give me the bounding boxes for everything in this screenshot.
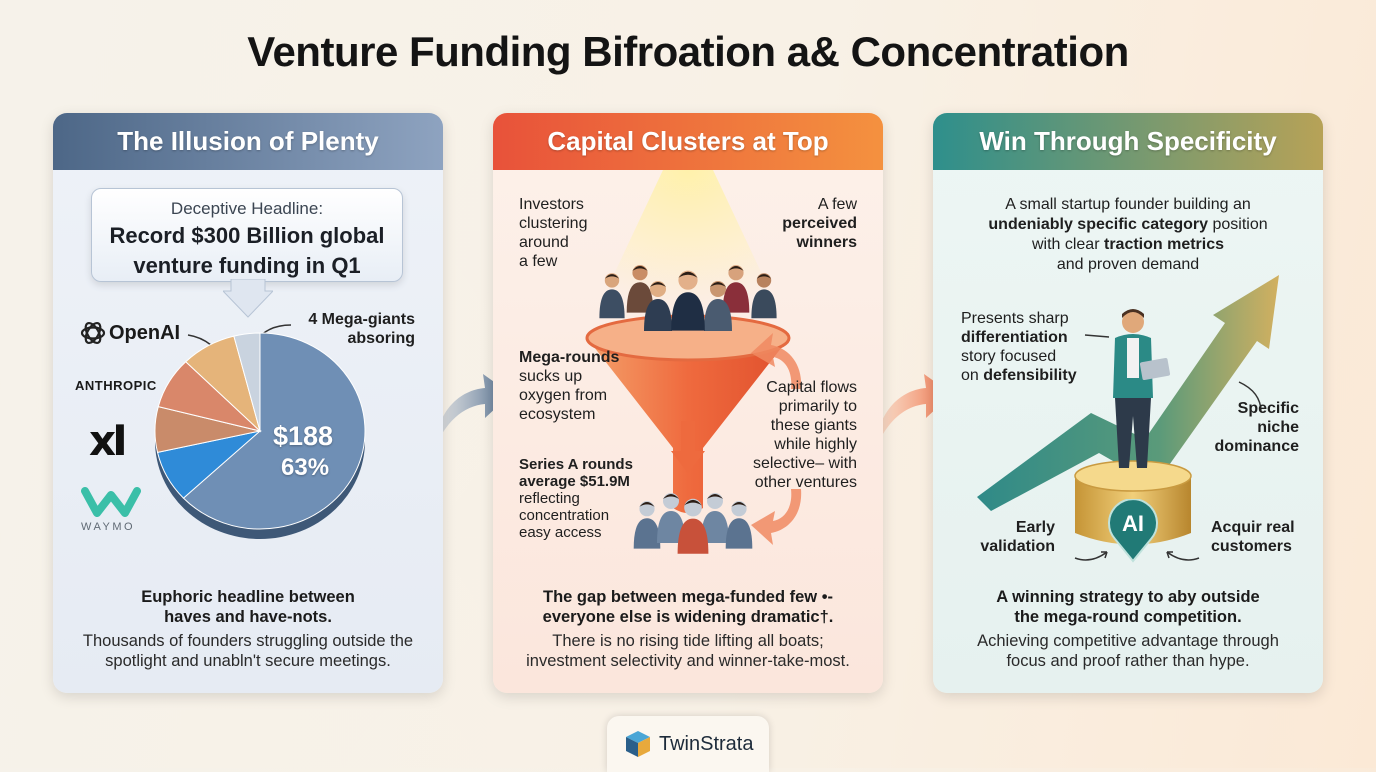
panel-capital-clusters: Capital Clusters at Top Investors cluste… xyxy=(493,113,883,693)
leader-line xyxy=(1084,334,1110,338)
cube-logo-icon xyxy=(626,731,650,757)
investor-crowd-icon xyxy=(599,265,777,331)
niche-dominance-label: Specific niche dominance xyxy=(1214,400,1299,455)
ai-badge-icon xyxy=(1108,499,1158,563)
pie-slice-other xyxy=(233,332,261,432)
summary-line-2: focus and proof rather than hype. xyxy=(1006,652,1250,670)
pie-percent-label: 63% xyxy=(281,454,330,481)
investor-figure-icon xyxy=(751,273,777,319)
curved-arrow-icon xyxy=(1166,551,1200,561)
founder-silhouette-icon xyxy=(633,501,661,549)
ai-badge-text: AI xyxy=(1122,511,1144,536)
summary-line-1: There is no rising tide lifting all boat… xyxy=(552,632,824,650)
brand-name: TwinStrata xyxy=(659,733,754,755)
openai-logo-icon xyxy=(80,321,106,345)
founder-silhouette-icon xyxy=(725,501,753,549)
summary-bold-line-1: The gap between mega-funded few •- xyxy=(543,588,833,606)
acquire-customers-label: Acquir real customers xyxy=(1211,519,1295,555)
panel-header: The Illusion of Plenty xyxy=(53,113,443,170)
investor-figure-icon xyxy=(671,270,705,331)
xai-logo-text: xI xyxy=(89,416,128,465)
anthropic-logo-text: ANTHROPIC xyxy=(75,378,157,393)
founder-figure-icon xyxy=(1113,309,1171,468)
pie-slice-mega-giants xyxy=(182,332,366,530)
summary-bold-line-2: everyone else is widening dramatic†. xyxy=(542,608,834,626)
curved-arrow-icon xyxy=(751,489,802,545)
mega-rounds-label: Mega-rounds sucks up oxygen from ecosyst… xyxy=(519,349,620,423)
early-validation-label: Early validation xyxy=(980,519,1055,555)
intro-text: A small startup founder building an unde… xyxy=(988,196,1268,273)
openai-logo-text: OpenAI xyxy=(109,322,181,344)
investor-figure-icon xyxy=(599,273,625,319)
mega-giants-label-2: absoring xyxy=(347,330,415,347)
leader-line xyxy=(1238,381,1262,413)
investor-figure-icon xyxy=(644,281,672,331)
founders-crowd-icon xyxy=(633,493,753,554)
summary-line-2: spotlight and unabln't secure meetings. xyxy=(105,652,391,670)
capital-flows-label: Capital flows primarily to these giants … xyxy=(752,379,857,491)
founder-silhouette-icon xyxy=(701,493,729,543)
waymo-logo-icon xyxy=(81,487,141,517)
deceptive-headline-callout: Deceptive Headline: Record $300 Billion … xyxy=(91,188,403,282)
waymo-logo-text: WAYMO xyxy=(81,521,136,533)
curved-arrow-icon xyxy=(751,333,802,389)
summary-bold-line-1: A winning strategy to aby outside xyxy=(996,588,1260,606)
summary-line-1: Achieving competitive advantage through xyxy=(977,632,1279,650)
curved-arrow-icon xyxy=(1074,551,1108,561)
growth-arrow-icon xyxy=(977,275,1279,511)
mega-giants-label-1: 4 Mega-giants xyxy=(308,311,415,328)
investor-figure-icon xyxy=(722,265,750,313)
panel-header: Win Through Specificity xyxy=(933,113,1323,170)
summary-line-1: Thousands of founders struggling outside… xyxy=(82,632,414,650)
funding-pie-chart xyxy=(154,332,366,539)
series-a-label: Series A rounds average $51.9M reflectin… xyxy=(519,456,633,541)
summary-bold-line-2: the mega-round competition. xyxy=(1014,608,1242,626)
few-winners-label: A few perceived winners xyxy=(782,196,857,251)
summary-bold-line-2: haves and have-nots. xyxy=(164,608,332,626)
callout-headline-line-2: venture funding in Q1 xyxy=(133,253,361,278)
panel-illusion-of-plenty: The Illusion of Plenty Deceptive Headlin… xyxy=(53,113,443,693)
investors-label: Investors clustering around a few xyxy=(519,196,588,270)
pie-value-label: $188 xyxy=(273,421,334,451)
panel-header: Capital Clusters at Top xyxy=(493,113,883,170)
arrow-right-icon xyxy=(433,374,511,452)
callout-label: Deceptive Headline: xyxy=(170,199,324,218)
panel-win-through-specificity: Win Through Specificity A small startup … xyxy=(933,113,1323,693)
callout-pointer-icon xyxy=(223,279,273,318)
arrow-right-icon xyxy=(874,374,952,452)
summary-bold-line-1: Euphoric headline between xyxy=(141,588,355,606)
callout-headline-line-1: Record $300 Billion global xyxy=(109,223,385,248)
differentiation-label: Presents sharp differentiation story foc… xyxy=(961,310,1077,384)
brand-footer: TwinStrata xyxy=(607,716,769,772)
investor-figure-icon xyxy=(704,281,732,331)
arrow-down-icon xyxy=(671,421,705,473)
page-title: Venture Funding Bifroation a& Concentrat… xyxy=(247,28,1129,75)
investor-figure-icon xyxy=(626,265,654,313)
founder-silhouette-icon xyxy=(657,493,685,543)
summary-line-2: investment selectivity and winner-take-m… xyxy=(526,652,850,670)
founder-silhouette-icon xyxy=(677,498,709,554)
